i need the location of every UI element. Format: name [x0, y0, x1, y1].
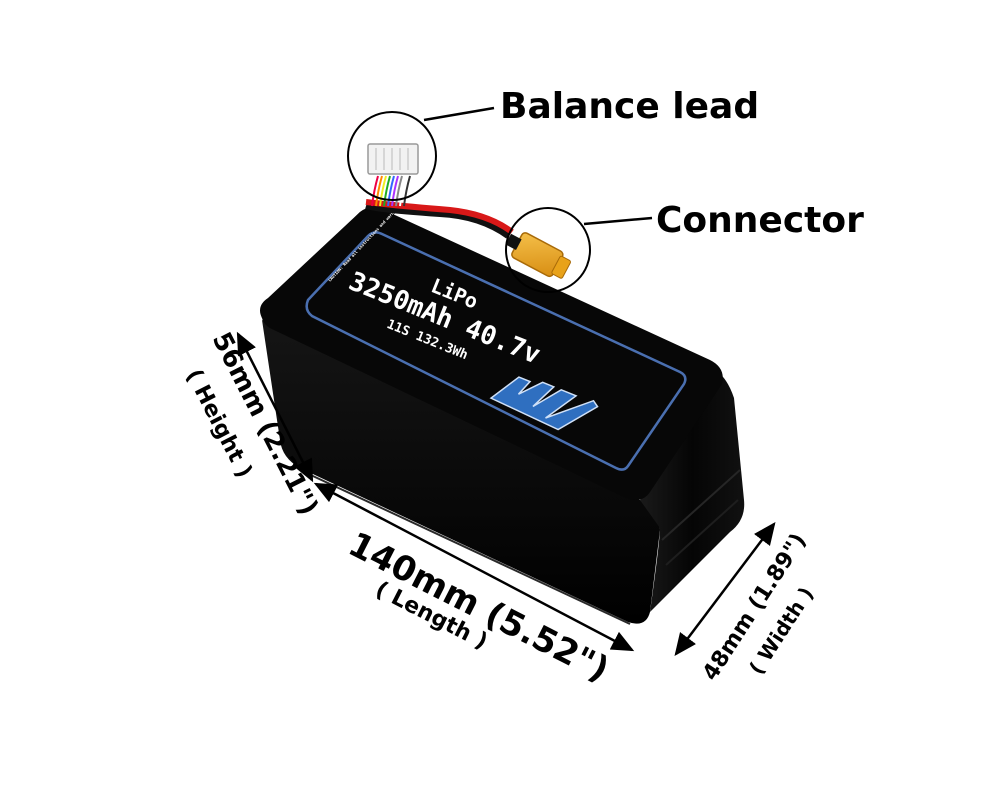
balance-lead-label: Balance lead	[500, 86, 759, 127]
battery-right-face	[640, 372, 745, 612]
battery-top-face	[260, 207, 723, 500]
connector-label: Connector	[656, 200, 864, 241]
xt-connector-icon	[505, 232, 571, 279]
battery-pack	[260, 207, 745, 625]
mg-logo-icon	[489, 376, 599, 431]
label-border	[305, 231, 687, 471]
connector-callout: Connector	[505, 200, 864, 293]
wiring	[365, 175, 514, 239]
balance-lead-callout: Balance lead	[347, 86, 759, 201]
balance-plug-icon	[367, 143, 419, 175]
